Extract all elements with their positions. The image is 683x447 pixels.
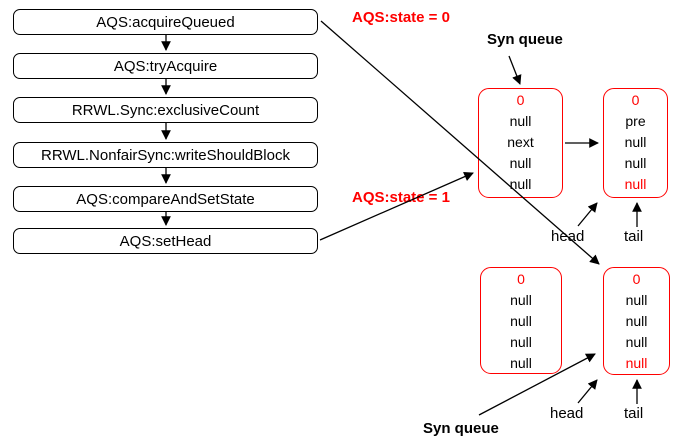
flow-box-compare-and-set: AQS:compareAndSetState — [13, 186, 318, 212]
head-label-bottom: head — [550, 405, 584, 422]
arrow-synqueue-top — [508, 55, 522, 85]
flow-box-exclusive-count: RRWL.Sync:exclusiveCount — [13, 97, 318, 123]
node-field: null — [509, 113, 532, 129]
head-label-top: head — [551, 228, 585, 245]
node-field: null — [625, 334, 648, 350]
node-field: null — [510, 334, 532, 350]
tail-label-bottom: tail — [624, 405, 644, 422]
flow-box-set-head: AQS:setHead — [13, 228, 318, 254]
arrow-head-top — [577, 202, 598, 227]
tail-label-top: tail — [624, 228, 644, 245]
node-field: null — [510, 292, 532, 308]
node-pre-field: pre — [625, 113, 646, 129]
node-field: null — [624, 134, 647, 150]
node-field: null — [509, 155, 532, 171]
node-field: null — [625, 292, 648, 308]
flow-box-try-acquire: AQS:tryAcquire — [13, 53, 318, 79]
node-next-field: next — [507, 134, 534, 150]
node-field: null — [625, 313, 648, 329]
queue-node-top-left: 0 null next null null — [478, 88, 563, 198]
node-state-field: 0 — [632, 271, 641, 287]
queue-node-bottom-right: 0 null null null null — [603, 267, 670, 375]
node-field: null — [510, 355, 532, 371]
state-1-label: AQS:state = 1 — [352, 189, 450, 206]
flow-box-write-should-block: RRWL.NonfairSync:writeShouldBlock — [13, 142, 318, 168]
node-field: null — [510, 313, 532, 329]
node-field: null — [509, 176, 532, 192]
node-state-field: 0 — [516, 92, 525, 108]
queue-node-bottom-left: 0 null null null null — [480, 267, 562, 374]
node-field: null — [624, 155, 647, 171]
queue-node-top-right: 0 pre null null null — [603, 88, 668, 198]
node-state-field: 0 — [631, 92, 640, 108]
state-0-label: AQS:state = 0 — [352, 9, 450, 26]
node-field: null — [624, 176, 647, 192]
node-state-field: 0 — [517, 271, 525, 287]
arrow-head-bottom — [577, 379, 598, 404]
flow-box-acquire-queued: AQS:acquireQueued — [13, 9, 318, 35]
node-field: null — [625, 355, 648, 371]
arrow-sethead-to-node — [319, 172, 474, 241]
syn-queue-label-bottom: Syn queue — [423, 420, 499, 437]
syn-queue-label-top: Syn queue — [487, 31, 563, 48]
